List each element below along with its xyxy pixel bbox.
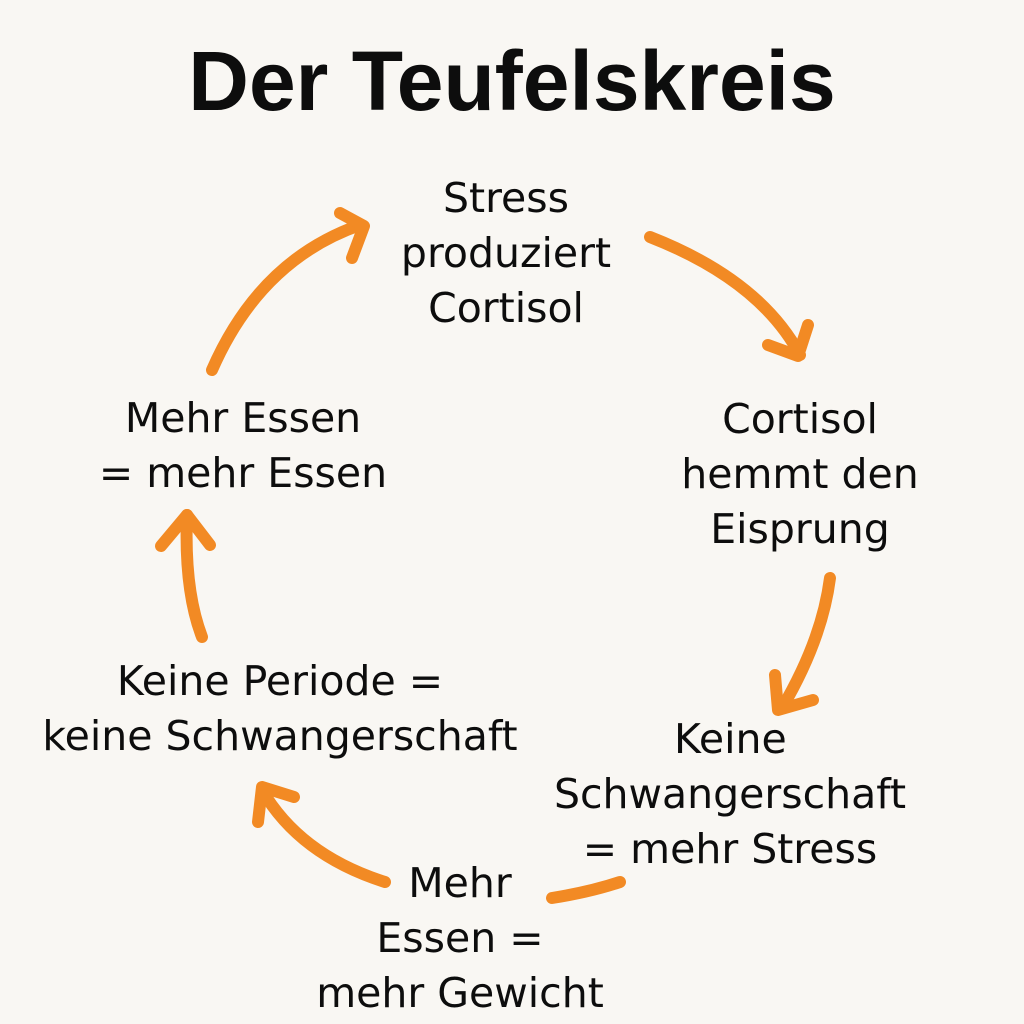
- node-mehr-essen-gewicht: Mehr Essen = mehr Gewicht: [290, 856, 630, 1021]
- node-line: Schwangerschaft: [553, 770, 907, 818]
- node-line: = mehr Stress: [582, 825, 878, 873]
- arrow-mehr-essen-to-keine-periode: [252, 781, 391, 888]
- arrow-keine-schwangerschaft-to-mehr-essen: [546, 876, 626, 904]
- arrow-mehr-essen-to-stress: [206, 207, 370, 376]
- node-line: Eisprung: [710, 505, 890, 553]
- node-line: keine Schwangerschaft: [42, 712, 518, 760]
- arrow-keine-periode-to-mehr-essen: [155, 509, 216, 643]
- diagram-title: Der Teufelskreis: [188, 34, 836, 128]
- node-line: produziert: [400, 229, 612, 277]
- node-line: Stress: [442, 174, 569, 222]
- node-line: mehr Gewicht: [316, 969, 604, 1017]
- node-cortisol: Cortisol hemmt den Eisprung: [650, 392, 950, 557]
- node-line: Essen =: [376, 914, 544, 962]
- node-line: Cortisol: [428, 284, 584, 332]
- node-line: Cortisol: [722, 395, 878, 443]
- node-line: Keine Periode =: [116, 657, 444, 705]
- node-line: hemmt den: [681, 450, 919, 498]
- arrow-cortisol-to-keine-schwangerschaft: [769, 572, 836, 716]
- node-line: Mehr Essen: [124, 394, 362, 442]
- node-keine-periode: Keine Periode = keine Schwangerschaft: [20, 654, 540, 764]
- node-keine-schwangerschaft: Keine Schwangerschaft = mehr Stress: [530, 712, 930, 877]
- node-line: Mehr: [408, 859, 512, 907]
- node-stress: Stress produziert Cortisol: [356, 171, 656, 336]
- node-line: Keine: [674, 715, 787, 763]
- node-mehr-essen: Mehr Essen = mehr Essen: [88, 391, 398, 501]
- node-line: = mehr Essen: [98, 449, 388, 497]
- arrow-stress-to-cortisol: [644, 231, 814, 362]
